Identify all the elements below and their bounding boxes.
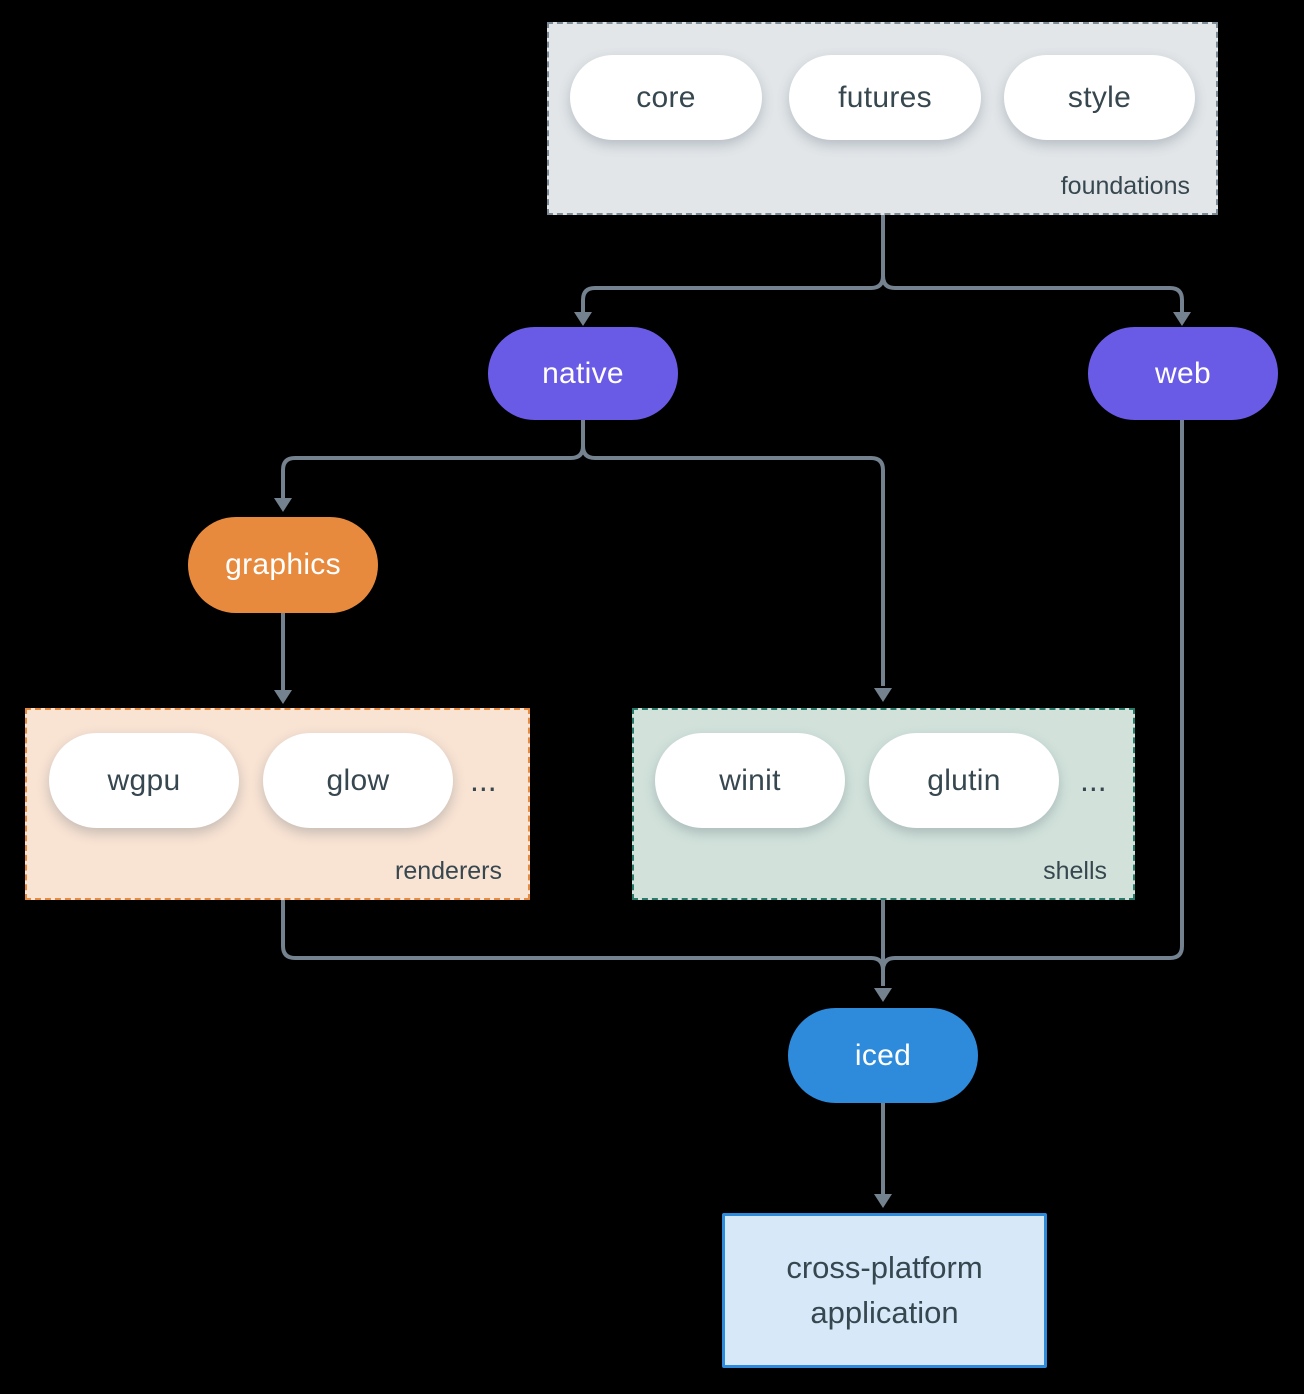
arrowhead [574,312,592,326]
edge-web-iced [881,420,1184,986]
renderers-ellipsis: ... [470,762,497,798]
arrowhead [874,688,892,702]
node-style: style [1004,55,1195,140]
node-graphics: graphics [188,517,378,613]
edge-native-shells [581,420,885,686]
arrowhead [874,988,892,1002]
arrowhead [274,690,292,704]
node-wgpu: wgpu [49,733,239,828]
shells-group-label: shells [1043,857,1107,885]
shells-ellipsis: ... [1080,762,1107,798]
foundations-group-label: foundations [1060,172,1190,200]
edge-native-graphics [281,420,585,498]
edge-foundations-native [581,215,885,312]
application-label-line1: cross-platform [786,1249,983,1285]
node-core: core [570,55,762,140]
node-native: native [488,327,678,420]
edge-renderers-iced [281,900,885,986]
renderers-group-label: renderers [395,857,502,885]
node-glow: glow [263,733,453,828]
node-winit: winit [655,733,845,828]
node-glutin: glutin [869,733,1059,828]
arrowhead [1173,312,1191,326]
cross-platform-application-box: cross-platform application [722,1213,1047,1368]
node-web: web [1088,327,1278,420]
application-label-line2: application [810,1294,959,1330]
arrowhead [274,498,292,512]
edge-foundations-web [881,215,1184,312]
arrowhead [874,1194,892,1208]
node-iced: iced [788,1008,978,1103]
node-futures: futures [789,55,981,140]
